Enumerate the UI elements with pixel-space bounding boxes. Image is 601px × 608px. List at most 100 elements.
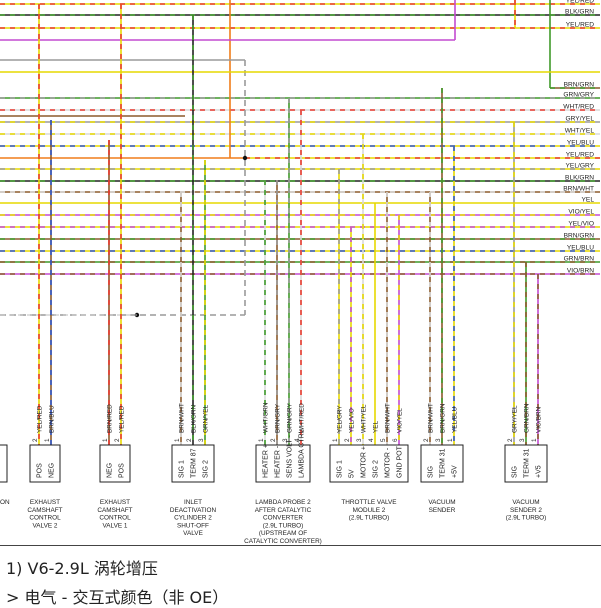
- pin-function-label: NEG: [49, 463, 56, 478]
- wire-label: VIO/YEL: [568, 209, 594, 216]
- pin-wire-label: WHT/RED: [299, 403, 306, 433]
- component-exhaust-camshaft-valve-2[interactable]: 2YEL/REDPOS1BRN/BLUNEGEXHAUSTCAMSHAFTCON…: [27, 405, 62, 529]
- pin-number: 1: [447, 438, 454, 442]
- component-partial-left[interactable]: ON: [0, 444, 10, 506]
- component-label: ON: [0, 499, 10, 506]
- wire-label: YEL/BLU: [567, 245, 594, 252]
- pin-wire-label: BRN/GRY: [275, 403, 282, 433]
- component-label: (2.9L TURBO): [349, 515, 389, 522]
- pin-function-label: +5V: [452, 465, 459, 478]
- wire-label: YEL/BLU: [567, 140, 594, 147]
- wire-label: BRN/GRN: [564, 233, 595, 240]
- footer-breadcrumb[interactable]: > 电气 - 交互式颜色（非 OE）: [6, 588, 229, 607]
- component-box[interactable]: [171, 444, 215, 483]
- pin-wire-label: YEL/RED: [119, 405, 126, 433]
- pin-wire-label: WHT/YEL: [361, 404, 368, 433]
- pin-function-label: SIG: [428, 466, 435, 478]
- component-label: CONVERTER: [263, 515, 303, 522]
- wiring-diagram[interactable]: YEL/RED BLK/GRN YEL/RED BRN/GRN GRN/GRY WHT/R…: [0, 0, 601, 545]
- component-box[interactable]: [99, 444, 131, 483]
- component-box[interactable]: [255, 444, 311, 483]
- pin-number: 2: [507, 438, 514, 442]
- pin-function-label: HEATER +: [263, 444, 270, 478]
- component-box[interactable]: [329, 444, 409, 483]
- wire-label: YEL/RED: [566, 22, 594, 29]
- pin-number: 3: [435, 438, 442, 442]
- pin-wire-label: YEL/BLU: [452, 406, 459, 433]
- component-label: INLET: [184, 499, 202, 506]
- pin-number: 1: [44, 438, 51, 442]
- pin-number: 3: [356, 438, 363, 442]
- pin-function-label: SIG 2: [203, 460, 210, 478]
- pin-wire-label: BRN/BLU: [49, 405, 56, 433]
- component-label: MODULE 2: [353, 507, 386, 514]
- pin-number: 4: [294, 438, 301, 442]
- component-box[interactable]: [29, 444, 61, 483]
- pin-number: 4: [368, 438, 375, 442]
- pin-wire-label: YEL: [373, 420, 380, 433]
- pin-function-label: POS: [119, 463, 126, 478]
- component-label: CYLINDER 2: [174, 515, 212, 522]
- pin-function-label: +V5: [536, 465, 543, 478]
- pin-wire-label: BRN/WHT: [428, 403, 435, 433]
- pin-function-label: TERM 31: [440, 448, 447, 478]
- pin-number: 1: [332, 438, 339, 442]
- pin-number: 1: [531, 438, 538, 442]
- pin-function-label: LAMBDA CTRL: [299, 429, 306, 478]
- pin-number: 3: [198, 438, 205, 442]
- pin-wire-label: GRY/YEL: [512, 405, 519, 433]
- pin-wire-label: VIO/BRN: [536, 406, 543, 433]
- pin-wire-label: YEL/VIO: [349, 408, 356, 433]
- pin-function-label: 5V: [349, 469, 356, 478]
- pin-number: 2: [423, 438, 430, 442]
- pin-number: 2: [186, 438, 193, 442]
- wire-label: VIO/BRN: [567, 268, 594, 275]
- pin-function-label: SIG: [512, 466, 519, 478]
- wire-labels-layer: YEL/REDBLK/GRNYEL/REDBRN/GRNGRN/GRYWHT/R…: [563, 0, 594, 275]
- component-label: (2.9L TURBO): [506, 515, 546, 522]
- pin-number: 2: [32, 438, 39, 442]
- pin-function-label: MOTOR -: [385, 447, 392, 478]
- wire-label: WHT/RED: [563, 104, 594, 111]
- component-box[interactable]: [420, 444, 464, 483]
- wire-label: GRY/YEL: [566, 116, 595, 123]
- wire-label: GRN/GRY: [563, 92, 594, 99]
- component-label: VACUUM: [512, 499, 539, 506]
- component-label: EXHAUST: [100, 499, 130, 506]
- component-label: SENDER: [429, 507, 456, 514]
- pin-wire-label: BRN/WHT: [385, 403, 392, 433]
- pin-number: 1: [174, 438, 181, 442]
- component-label: CATALYTIC CONVERTER): [244, 538, 322, 545]
- component-label: DEACTIVATION: [170, 507, 217, 514]
- pin-wire-label: GRN/YEL: [203, 404, 210, 433]
- component-label: LAMBDA PROBE 2: [255, 499, 311, 506]
- component-label: CAMSHAFT: [97, 507, 132, 514]
- component-label: CONTROL: [99, 515, 131, 522]
- component-box[interactable]: [504, 444, 548, 483]
- pin-wire-label: BRN/RED: [107, 404, 114, 433]
- pin-wire-label: BLK/GRN: [191, 405, 198, 433]
- component-label: EXHAUST: [30, 499, 60, 506]
- component-label: VACUUM: [428, 499, 455, 506]
- pin-function-label: GND POT: [397, 445, 404, 478]
- component-vacuum-sender[interactable]: 2 BRN/WHT SIG 3 BRN/GRN TERM 31 1 YEL/BLU +5V VAC…: [420, 403, 464, 514]
- component-exhaust-camshaft-valve-1[interactable]: 1BRN/REDNEG2YEL/REDPOSEXHAUSTCAMSHAFTCON…: [97, 404, 132, 530]
- pin-wire-label: VIO/YEL: [397, 408, 404, 433]
- vertical-wires-layer: [38, 4, 539, 445]
- pin-number: 5: [380, 438, 387, 442]
- components-layer: 2YEL/REDPOS1BRN/BLUNEGEXHAUSTCAMSHAFTCON…: [0, 402, 548, 545]
- wire-label: BRN/WHT: [563, 186, 594, 193]
- component-label: THROTTLE VALVE: [341, 499, 396, 506]
- pin-function-label: POS: [37, 463, 44, 478]
- wire-label: YEL/VIO: [568, 221, 594, 228]
- pin-number: 6: [392, 438, 399, 442]
- wires-layer: [0, 0, 600, 318]
- pin-function-label: HEATER -: [275, 445, 282, 478]
- pin-wire-label: BRN/GRN: [440, 403, 447, 433]
- pin-number: 3: [282, 438, 289, 442]
- wire-label: YEL: [582, 197, 595, 204]
